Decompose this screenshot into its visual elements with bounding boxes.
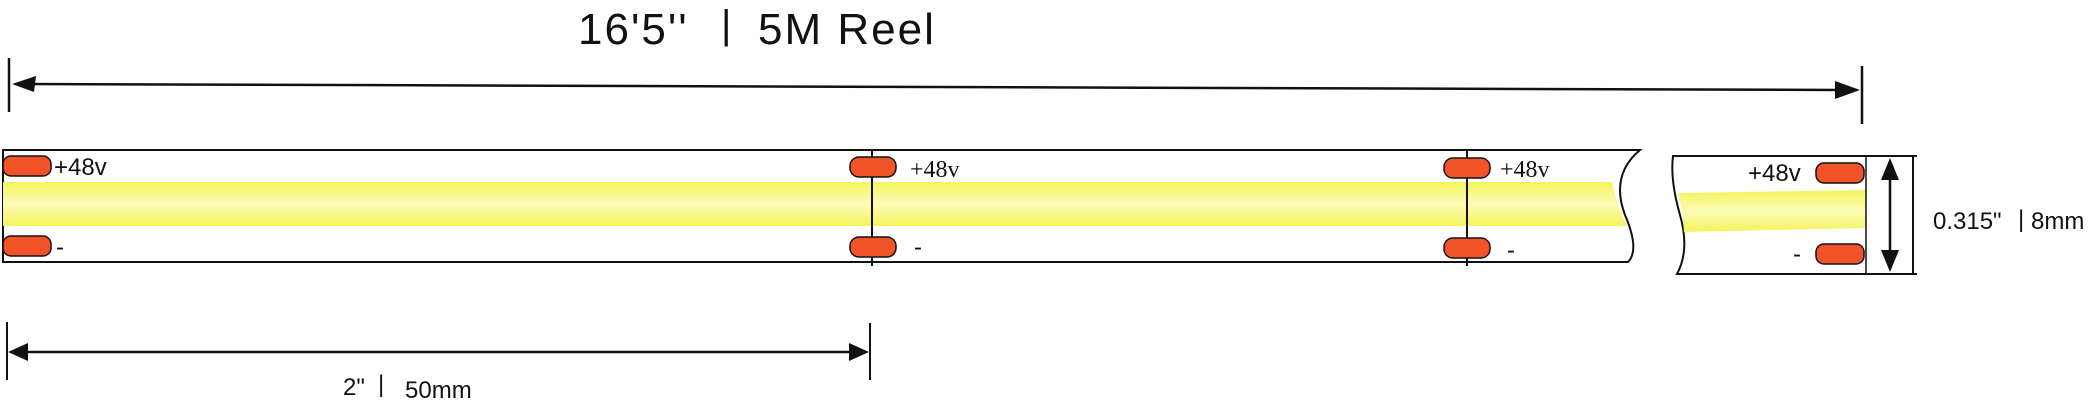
reel-length-separator: | [721,3,731,47]
reel-length-dimension-line [7,58,1864,124]
strip-width-dimension [1866,155,1917,275]
reel-length-metric: 5M Reel [758,5,936,54]
negative-label-end: - [1793,241,1801,268]
width-separator: | [2018,206,2024,233]
cob-led-line [3,182,1627,226]
negative-label-start: - [56,234,64,261]
cut-spacing-metric: 50mm [405,377,472,401]
solder-pad-positive-1 [849,156,897,178]
arrow-down-icon [1881,250,1899,272]
positive-label-end: +48v [1748,160,1801,187]
width-imperial: 0.315" [1933,208,2002,235]
cob-led-line-end [1678,190,1866,232]
pad-labels: +48v - +48v - +48v - +48v - [54,154,1801,268]
cut-spacing-dimension [6,322,871,380]
solder-pad-negative-2 [1443,237,1491,259]
arrow-right-icon [849,343,869,361]
solder-pads [2,155,1865,265]
solder-pad-negative-end [1815,243,1865,265]
solder-pad-positive-start [2,155,52,177]
negative-label-2: - [1507,237,1515,264]
reel-length-imperial: 16'5'' [578,5,689,54]
cut-spacing-label: 2" | 50mm [343,371,472,401]
arrow-right-icon [1835,81,1860,99]
arrow-left-icon [8,343,28,361]
solder-pad-positive-end [1815,162,1865,184]
positive-label-2: +48v [1500,157,1550,183]
led-strip-main [2,149,1643,263]
cut-spacing-imperial: 2" [343,374,365,401]
cut-spacing-separator: | [378,371,384,398]
arrow-left-icon [12,76,36,92]
solder-pad-positive-2 [1443,157,1491,179]
strip-width-label: 0.315" | 8mm [1933,206,2084,235]
positive-label-start: +48v [54,154,107,181]
reel-length-title: 16'5'' | 5M Reel [578,3,936,54]
negative-label-1: - [914,234,922,261]
dimension-line [21,82,1843,92]
width-metric: 8mm [2031,208,2084,235]
arrow-up-icon [1881,158,1899,180]
solder-pad-negative-1 [849,236,897,258]
solder-pad-negative-start [2,235,52,257]
positive-label-1: +48v [910,157,960,183]
